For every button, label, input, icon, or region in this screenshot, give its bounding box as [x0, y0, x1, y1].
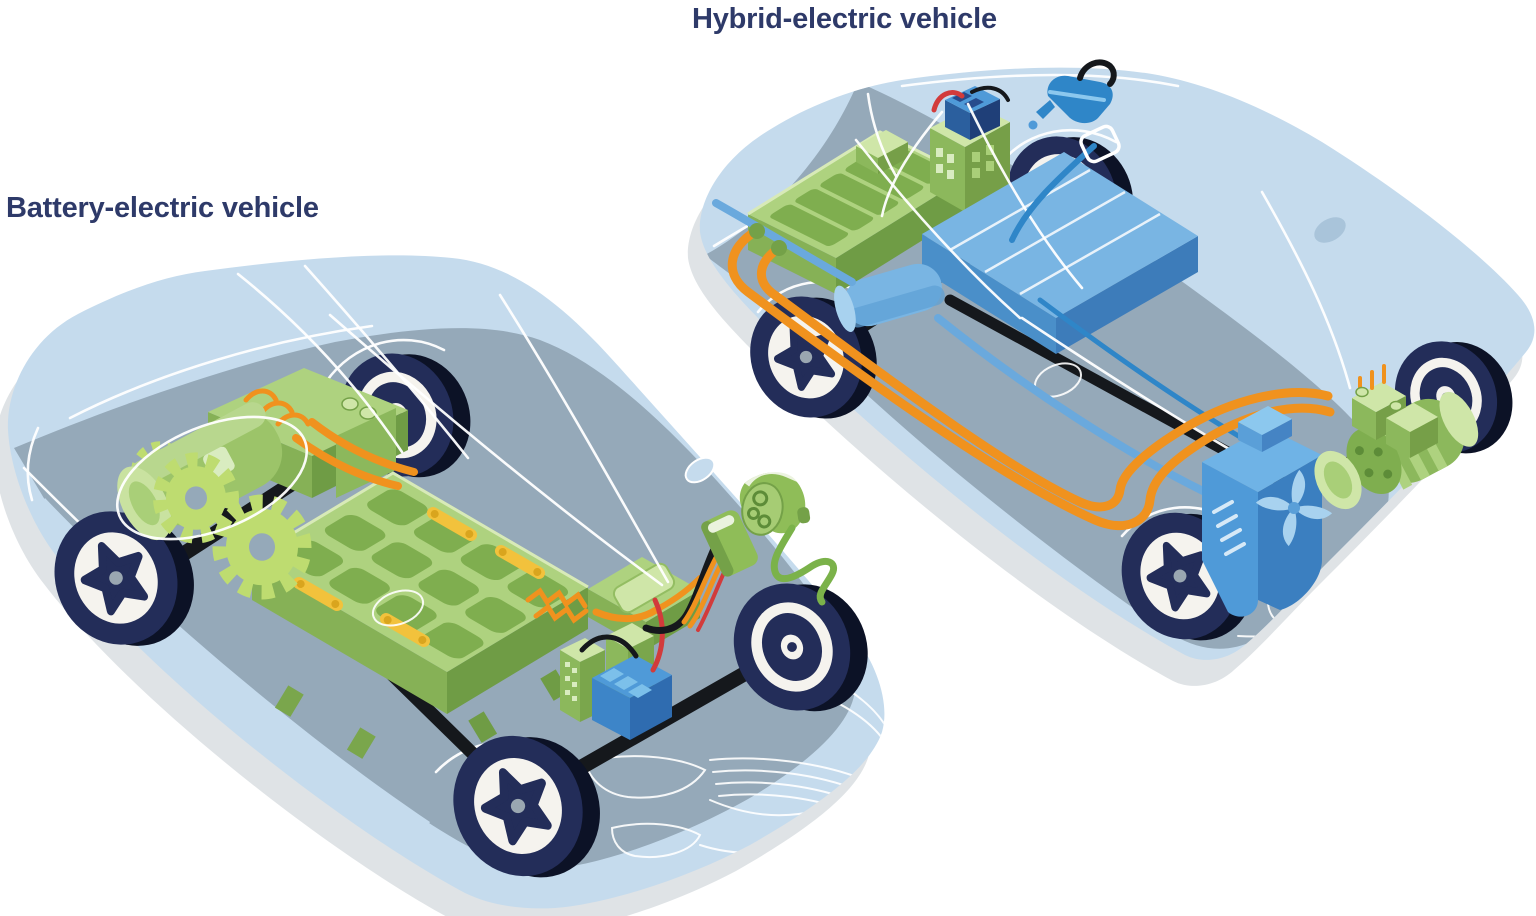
hev-motor-generator	[1314, 364, 1479, 510]
bev-gear-1	[153, 452, 239, 544]
bev-illustration	[0, 255, 888, 916]
hev-grille-line	[1355, 545, 1479, 571]
bev-overlay-lines	[115, 264, 670, 627]
hev-fuel-drop-icon	[1028, 120, 1038, 130]
bev-headlight-line	[583, 755, 707, 799]
bev-gear-2	[212, 494, 312, 600]
hev-wheel-arch-line	[1000, 128, 1118, 164]
bev-rear-bumper-line	[26, 426, 40, 502]
bev-charging-plug	[739, 472, 837, 606]
hev-tailpipe	[712, 199, 856, 286]
bev-inverter-coil	[243, 388, 279, 403]
bev-side-mirror	[684, 456, 716, 484]
hev-overlay-lines	[854, 92, 1352, 462]
bev-battery-handle	[494, 545, 546, 579]
bev-traction-battery	[251, 471, 700, 759]
hev-muffler	[834, 263, 945, 332]
hev-filler-pipe	[1009, 143, 1097, 243]
hev-exhaust-pipe	[934, 314, 1207, 495]
hev-fuel-nozzle	[1028, 59, 1117, 130]
hev-lines	[712, 143, 1335, 530]
hev-title: Hybrid-electric vehicle	[692, 3, 997, 35]
hev-battery-cells	[770, 142, 949, 246]
hev-hv-cable2	[757, 243, 1333, 512]
bev-charging-port	[701, 510, 758, 577]
bev-hv-cables	[292, 418, 728, 673]
hev-fuel-filler-door	[1079, 124, 1121, 164]
hev-fuel-tank	[922, 152, 1198, 354]
bev-battery-handle	[426, 507, 478, 541]
bev-12v-battery	[592, 655, 672, 740]
hev-combustion-engine	[1202, 406, 1333, 617]
bev-onboard-charger	[612, 562, 676, 614]
bev-grille-line	[709, 757, 866, 781]
hev-motor-control-boxes	[1352, 364, 1438, 458]
bev-charging-cable	[770, 524, 837, 606]
bev-battery-handle	[292, 577, 344, 611]
hev-illustration	[687, 59, 1535, 686]
hev-roof-line	[900, 73, 1180, 88]
bev-foglight-line	[610, 822, 702, 858]
bev-beltline	[68, 324, 374, 420]
hev-side-mirror	[1314, 217, 1346, 243]
bev-title: Battery-electric vehicle	[6, 192, 319, 224]
bev-wheel-arch-line	[324, 338, 446, 384]
hev-cooling-fan-icon	[1255, 469, 1333, 547]
bev-electric-motor-assembly	[117, 368, 408, 600]
bev-battery-handle	[379, 613, 431, 647]
hev-hv-cable	[727, 226, 1335, 530]
